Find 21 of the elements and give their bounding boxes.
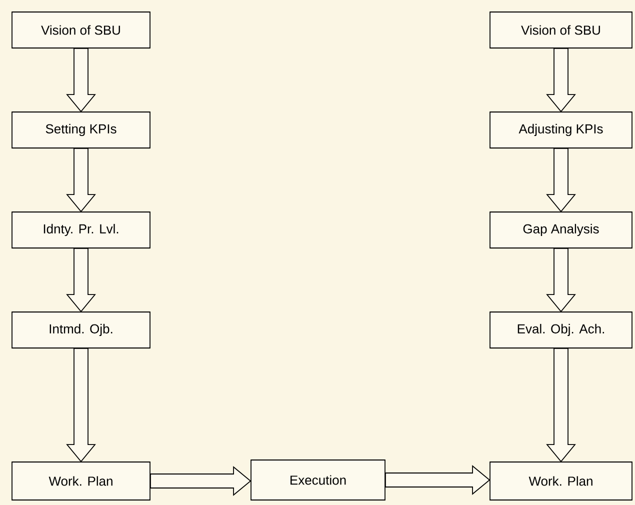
hollow-arrow	[66, 148, 96, 212]
hollow-arrow	[150, 466, 252, 496]
hollow-arrow	[66, 348, 96, 462]
process-box: Eval. Obj. Ach.	[490, 312, 632, 348]
hollow-arrow	[66, 248, 96, 312]
process-box: Vision of SBU	[12, 12, 150, 48]
process-box: Gap Analysis	[490, 212, 632, 248]
process-box: Setting KPIs	[12, 112, 150, 148]
process-box: Adjusting KPIs	[490, 112, 632, 148]
process-box: Work. Plan	[12, 462, 150, 500]
process-box: Work. Plan	[490, 462, 632, 500]
hollow-arrow	[546, 248, 576, 312]
hollow-arrow	[66, 48, 96, 112]
process-box: Execution	[250, 460, 386, 500]
hollow-arrow	[546, 348, 576, 462]
process-box: Vision of SBU	[490, 12, 632, 48]
process-box: Intmd. Ojb.	[12, 312, 150, 348]
process-box: Idnty. Pr. Lvl.	[12, 212, 150, 248]
hollow-arrow	[546, 48, 576, 112]
hollow-arrow	[546, 148, 576, 212]
hollow-arrow	[385, 465, 490, 495]
